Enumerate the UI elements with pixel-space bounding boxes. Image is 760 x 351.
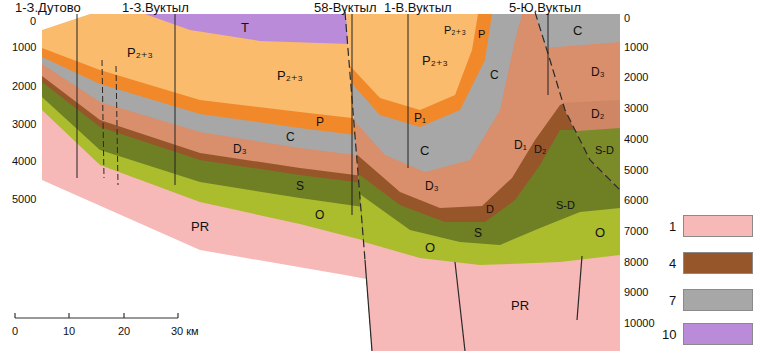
depth-tick: 6000 <box>624 195 648 206</box>
layer-label: D₃ <box>425 180 439 192</box>
scale-bar <box>15 313 178 318</box>
wells <box>77 14 548 215</box>
layer-label: C <box>420 144 429 157</box>
faults <box>102 12 620 351</box>
layer-label: PR <box>511 299 529 312</box>
well-name: 58-Вуктыл <box>314 1 377 14</box>
depth-tick: 5000 <box>624 165 648 176</box>
layer-label: D₂ <box>534 144 546 155</box>
layer-label: S <box>474 227 482 239</box>
legend-number: 4 <box>669 257 676 270</box>
layer-label: P₁ <box>414 112 426 124</box>
central-block <box>340 14 620 351</box>
layer-label: PR <box>191 220 209 233</box>
depth-tick: 7000 <box>624 226 648 237</box>
depth-tick: 2000 <box>12 81 36 92</box>
legend-number: 10 <box>662 328 676 341</box>
layer-label: T <box>241 21 249 34</box>
legend-swatch <box>683 252 753 274</box>
scale-tick: 0 <box>12 326 18 337</box>
depth-tick: 4000 <box>12 156 36 167</box>
layer-label: P₂₊₃ <box>444 25 466 36</box>
depth-tick: 9000 <box>624 287 648 298</box>
layer-label: D₃ <box>591 66 605 78</box>
layer-label: P₂₊₃ <box>277 69 303 82</box>
depth-tick: 0 <box>624 13 630 24</box>
well-name: 1-З.Дутово <box>15 1 81 14</box>
legend-swatch <box>683 289 753 311</box>
east-block <box>520 14 620 200</box>
depth-tick: 1000 <box>12 42 36 53</box>
legend-swatch <box>683 215 753 237</box>
layer-label: S-D <box>556 200 575 211</box>
scale-tick: 20 <box>118 326 130 337</box>
depth-tick: 8000 <box>624 257 648 268</box>
well-name: 1-З.Вуктыл <box>122 1 189 14</box>
legend-number: 7 <box>669 294 676 307</box>
layer-label: O <box>595 226 605 239</box>
layer-label: D₂ <box>591 108 604 120</box>
scale-tick: 10 <box>63 326 75 337</box>
layer-label: C <box>286 131 295 143</box>
layer-label: P <box>316 116 324 128</box>
depth-tick: 3000 <box>624 103 648 114</box>
depth-tick: 10000 <box>624 318 655 329</box>
west-block <box>42 14 372 351</box>
depth-tick: 3000 <box>12 119 36 130</box>
layer-label: C <box>490 69 499 81</box>
layer-label: O <box>315 209 324 221</box>
layer-label: O <box>425 241 435 254</box>
legend-swatch <box>683 323 753 345</box>
layer-label: D₁ <box>514 139 527 151</box>
depth-tick: 0 <box>30 16 36 27</box>
depth-tick: 5000 <box>12 194 36 205</box>
well-name: 5-Ю.Вуктыл <box>509 1 581 14</box>
layer-label: C <box>573 24 582 37</box>
layer-label: D <box>486 204 494 215</box>
legend-number: 1 <box>669 220 676 233</box>
layer-label: D₃ <box>233 143 247 155</box>
depth-tick: 2000 <box>624 72 648 83</box>
scale-tick: 30 км <box>171 326 199 337</box>
layer-label: S <box>296 180 304 192</box>
well-name: 1-В.Вуктыл <box>384 1 452 14</box>
layer-label: P₂₊₃ <box>422 54 448 67</box>
depth-tick: 1000 <box>624 42 648 53</box>
layer-label: P <box>478 29 485 40</box>
depth-tick: 4000 <box>624 134 648 145</box>
layer-label: S-D <box>595 145 614 156</box>
layer-label: P₂₊₃ <box>127 46 153 59</box>
